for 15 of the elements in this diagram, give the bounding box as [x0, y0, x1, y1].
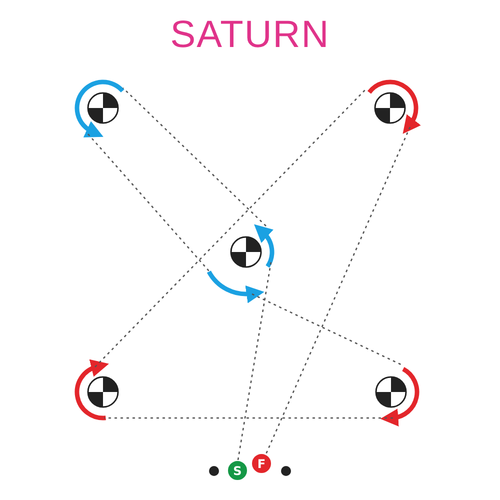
flight-path-line	[237, 262, 272, 460]
pylon-marker	[87, 92, 119, 124]
flight-path-line	[122, 88, 266, 226]
flight-path-line	[94, 88, 368, 368]
pylon-marker	[87, 376, 119, 408]
pylon-marker	[375, 376, 407, 408]
flight-path-line	[265, 126, 411, 454]
pylon-marker	[230, 236, 262, 268]
flight-path-line	[104, 417, 393, 419]
flight-path-line	[88, 134, 210, 272]
flight-path-line	[252, 293, 402, 366]
diagram-title: SATURN	[169, 14, 331, 57]
marker-badge: F	[251, 453, 272, 474]
pylon-marker	[374, 92, 406, 124]
marker-badge: S	[227, 460, 248, 481]
